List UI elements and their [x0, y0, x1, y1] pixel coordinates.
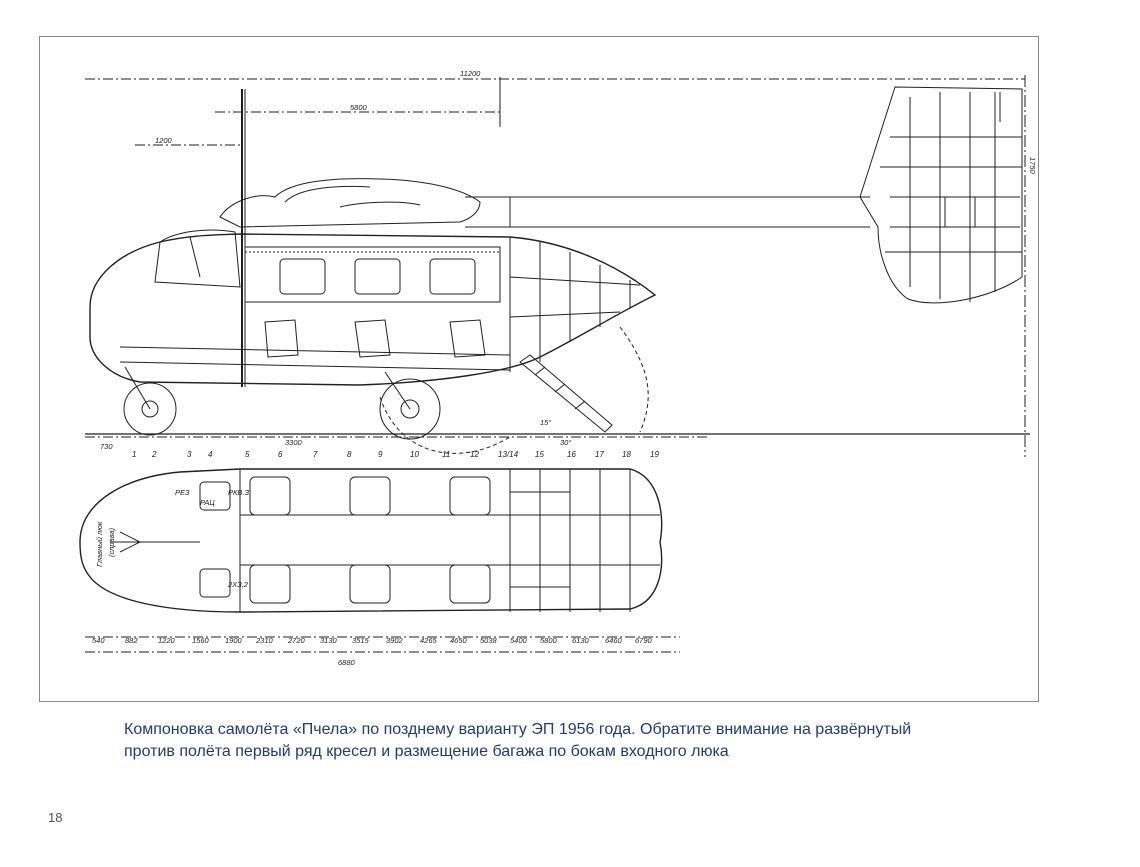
station-value: 882 [125, 636, 138, 645]
frame-number: 15 [535, 450, 544, 459]
station-value: 3515 [352, 636, 370, 645]
station-value: 3902 [386, 636, 404, 645]
station-value: 1560 [192, 636, 210, 645]
station-value: 2720 [287, 636, 306, 645]
station-value: 5400 [510, 636, 528, 645]
frame-number: 10 [410, 450, 419, 459]
station-value: 1900 [225, 636, 243, 645]
wheel-base-label: 3300 [285, 438, 303, 447]
station-value: 6790 [635, 636, 653, 645]
station-value: 540 [92, 636, 105, 645]
frame-number: 18 [622, 450, 631, 459]
rotor-span-label: 5800 [350, 103, 368, 112]
tail-height-label: 1750 [1028, 157, 1037, 175]
frame-number: 13/14 [498, 450, 519, 459]
plan-label-right: (справа) [107, 527, 116, 557]
caption-line-1: Компоновка самолёта «Пчела» по позднему … [124, 721, 912, 738]
figure-frame: 11200 5800 1200 1750 3300 6880 15° 30° 7… [39, 36, 1039, 702]
angle-a-label: 15° [540, 418, 551, 427]
station-value: 6460 [605, 636, 623, 645]
station-value: 5038 [480, 636, 498, 645]
frame-number: 4 [208, 450, 213, 459]
frame-number: 11 [442, 450, 450, 459]
frame-number: 9 [378, 450, 383, 459]
plan-label-mark-a: РАЦ [200, 498, 215, 507]
frame-number: 6 [278, 450, 283, 459]
plan-label-hatch: Главный люк [95, 521, 104, 567]
station-value: 6130 [572, 636, 590, 645]
figure-caption: Компоновка самолёта «Пчела» по позднему … [124, 719, 1024, 763]
angle-b-label: 30° [560, 438, 571, 447]
plan-length-label: 6880 [338, 658, 356, 667]
frame-number: 1 [132, 450, 136, 459]
frame-number: 3 [187, 450, 192, 459]
station-value: 1220 [158, 636, 176, 645]
station-value: 5800 [540, 636, 558, 645]
front-offset-label: 730 [100, 442, 113, 451]
frame-number: 19 [650, 450, 659, 459]
aircraft-drawing: 11200 5800 1200 1750 3300 6880 15° 30° 7… [79, 69, 1037, 667]
station-value: 4650 [450, 636, 468, 645]
plan-label-seat-right: РКВ.З [228, 488, 250, 497]
frame-number: 12 [470, 450, 479, 459]
overall-length-label: 11200 [460, 69, 481, 78]
frame-number: 16 [567, 450, 576, 459]
frame-number: 17 [595, 450, 604, 459]
frame-number: 5 [245, 450, 250, 459]
caption-line-2: против полёта первый ряд кресел и размещ… [124, 743, 729, 760]
station-value: 4265 [420, 636, 438, 645]
plan-label-seat-left: РЕЗ [175, 488, 190, 497]
frame-number: 8 [347, 450, 352, 459]
page-number: 18 [48, 810, 63, 825]
forward-offset-label: 1200 [155, 136, 173, 145]
station-value: 2310 [255, 636, 274, 645]
frame-number: 2 [151, 450, 157, 459]
frame-number: 7 [313, 450, 318, 459]
plan-label-mark-b: 2ХЗ,2 [227, 580, 249, 589]
station-value: 3130 [320, 636, 338, 645]
station-value-row: 540 882 1220 1560 1900 2310 2720 3130 3515 3902 42… [92, 636, 653, 645]
